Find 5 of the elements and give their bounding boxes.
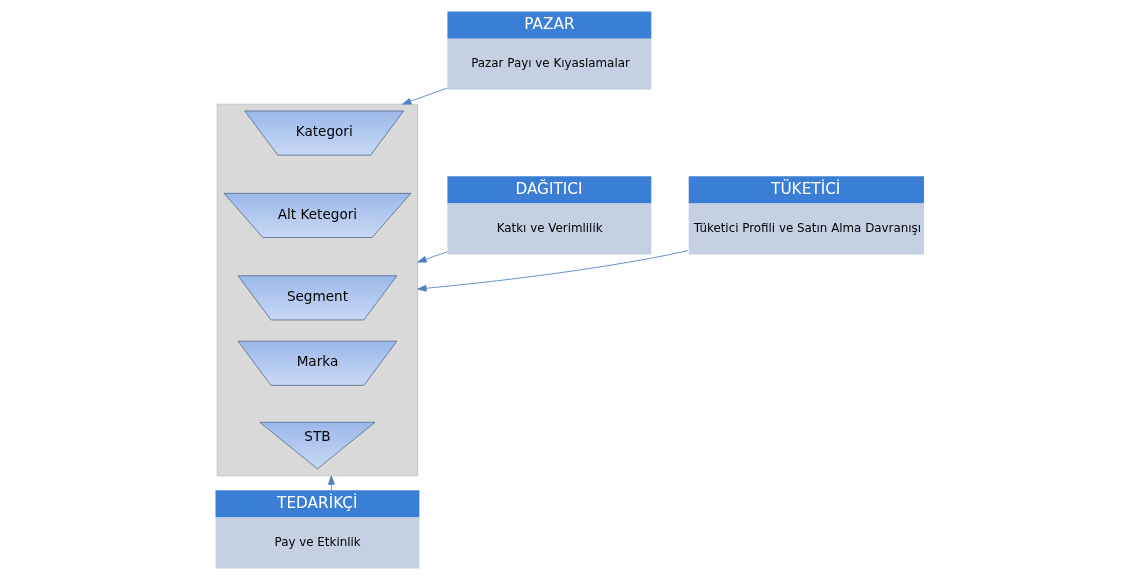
cluster [216,103,419,477]
arrow [417,250,689,292]
arrow [417,251,448,263]
arrow [328,475,335,491]
arrow [402,87,448,105]
